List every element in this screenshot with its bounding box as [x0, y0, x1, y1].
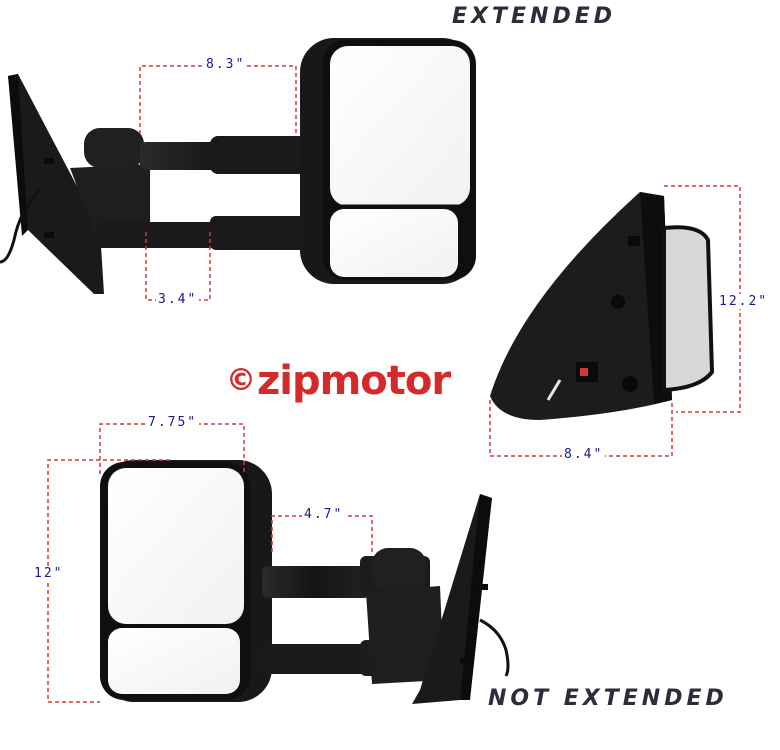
extended-mount-plate	[8, 74, 104, 294]
side-housing	[490, 192, 672, 420]
dimension-ext-top-width: 8.3"	[204, 57, 248, 72]
not-extended-mirror-glass	[108, 468, 244, 624]
dimension-ne-width: 7.75"	[146, 415, 200, 430]
extended-mirror-glass	[330, 46, 470, 206]
not-extended-spotter-glass	[108, 628, 240, 694]
not-extended-mirror	[100, 460, 510, 704]
not-extended-mount-plate	[412, 494, 492, 704]
dimension-ne-height: 12"	[32, 566, 66, 581]
copyright-icon: ©	[226, 363, 256, 398]
extended-label: EXTENDED	[452, 4, 616, 29]
extended-spotter-glass	[330, 209, 458, 277]
dimension-ext-lower-arm: 3.4"	[156, 292, 200, 307]
extended-dimension-lines	[139, 65, 297, 301]
brand-name: zipmotor	[257, 358, 451, 404]
side-view-mirror	[490, 192, 715, 420]
dimension-ne-arm: 4.7"	[302, 507, 346, 522]
side-glass-edge	[662, 225, 715, 393]
dimension-side-width: 8.4"	[562, 447, 606, 462]
brand-watermark: ©zipmotor	[226, 358, 451, 404]
not-extended-label: NOT EXTENDED	[488, 686, 728, 711]
extended-mirror	[0, 38, 476, 294]
dimension-side-height: 12.2"	[717, 294, 771, 309]
